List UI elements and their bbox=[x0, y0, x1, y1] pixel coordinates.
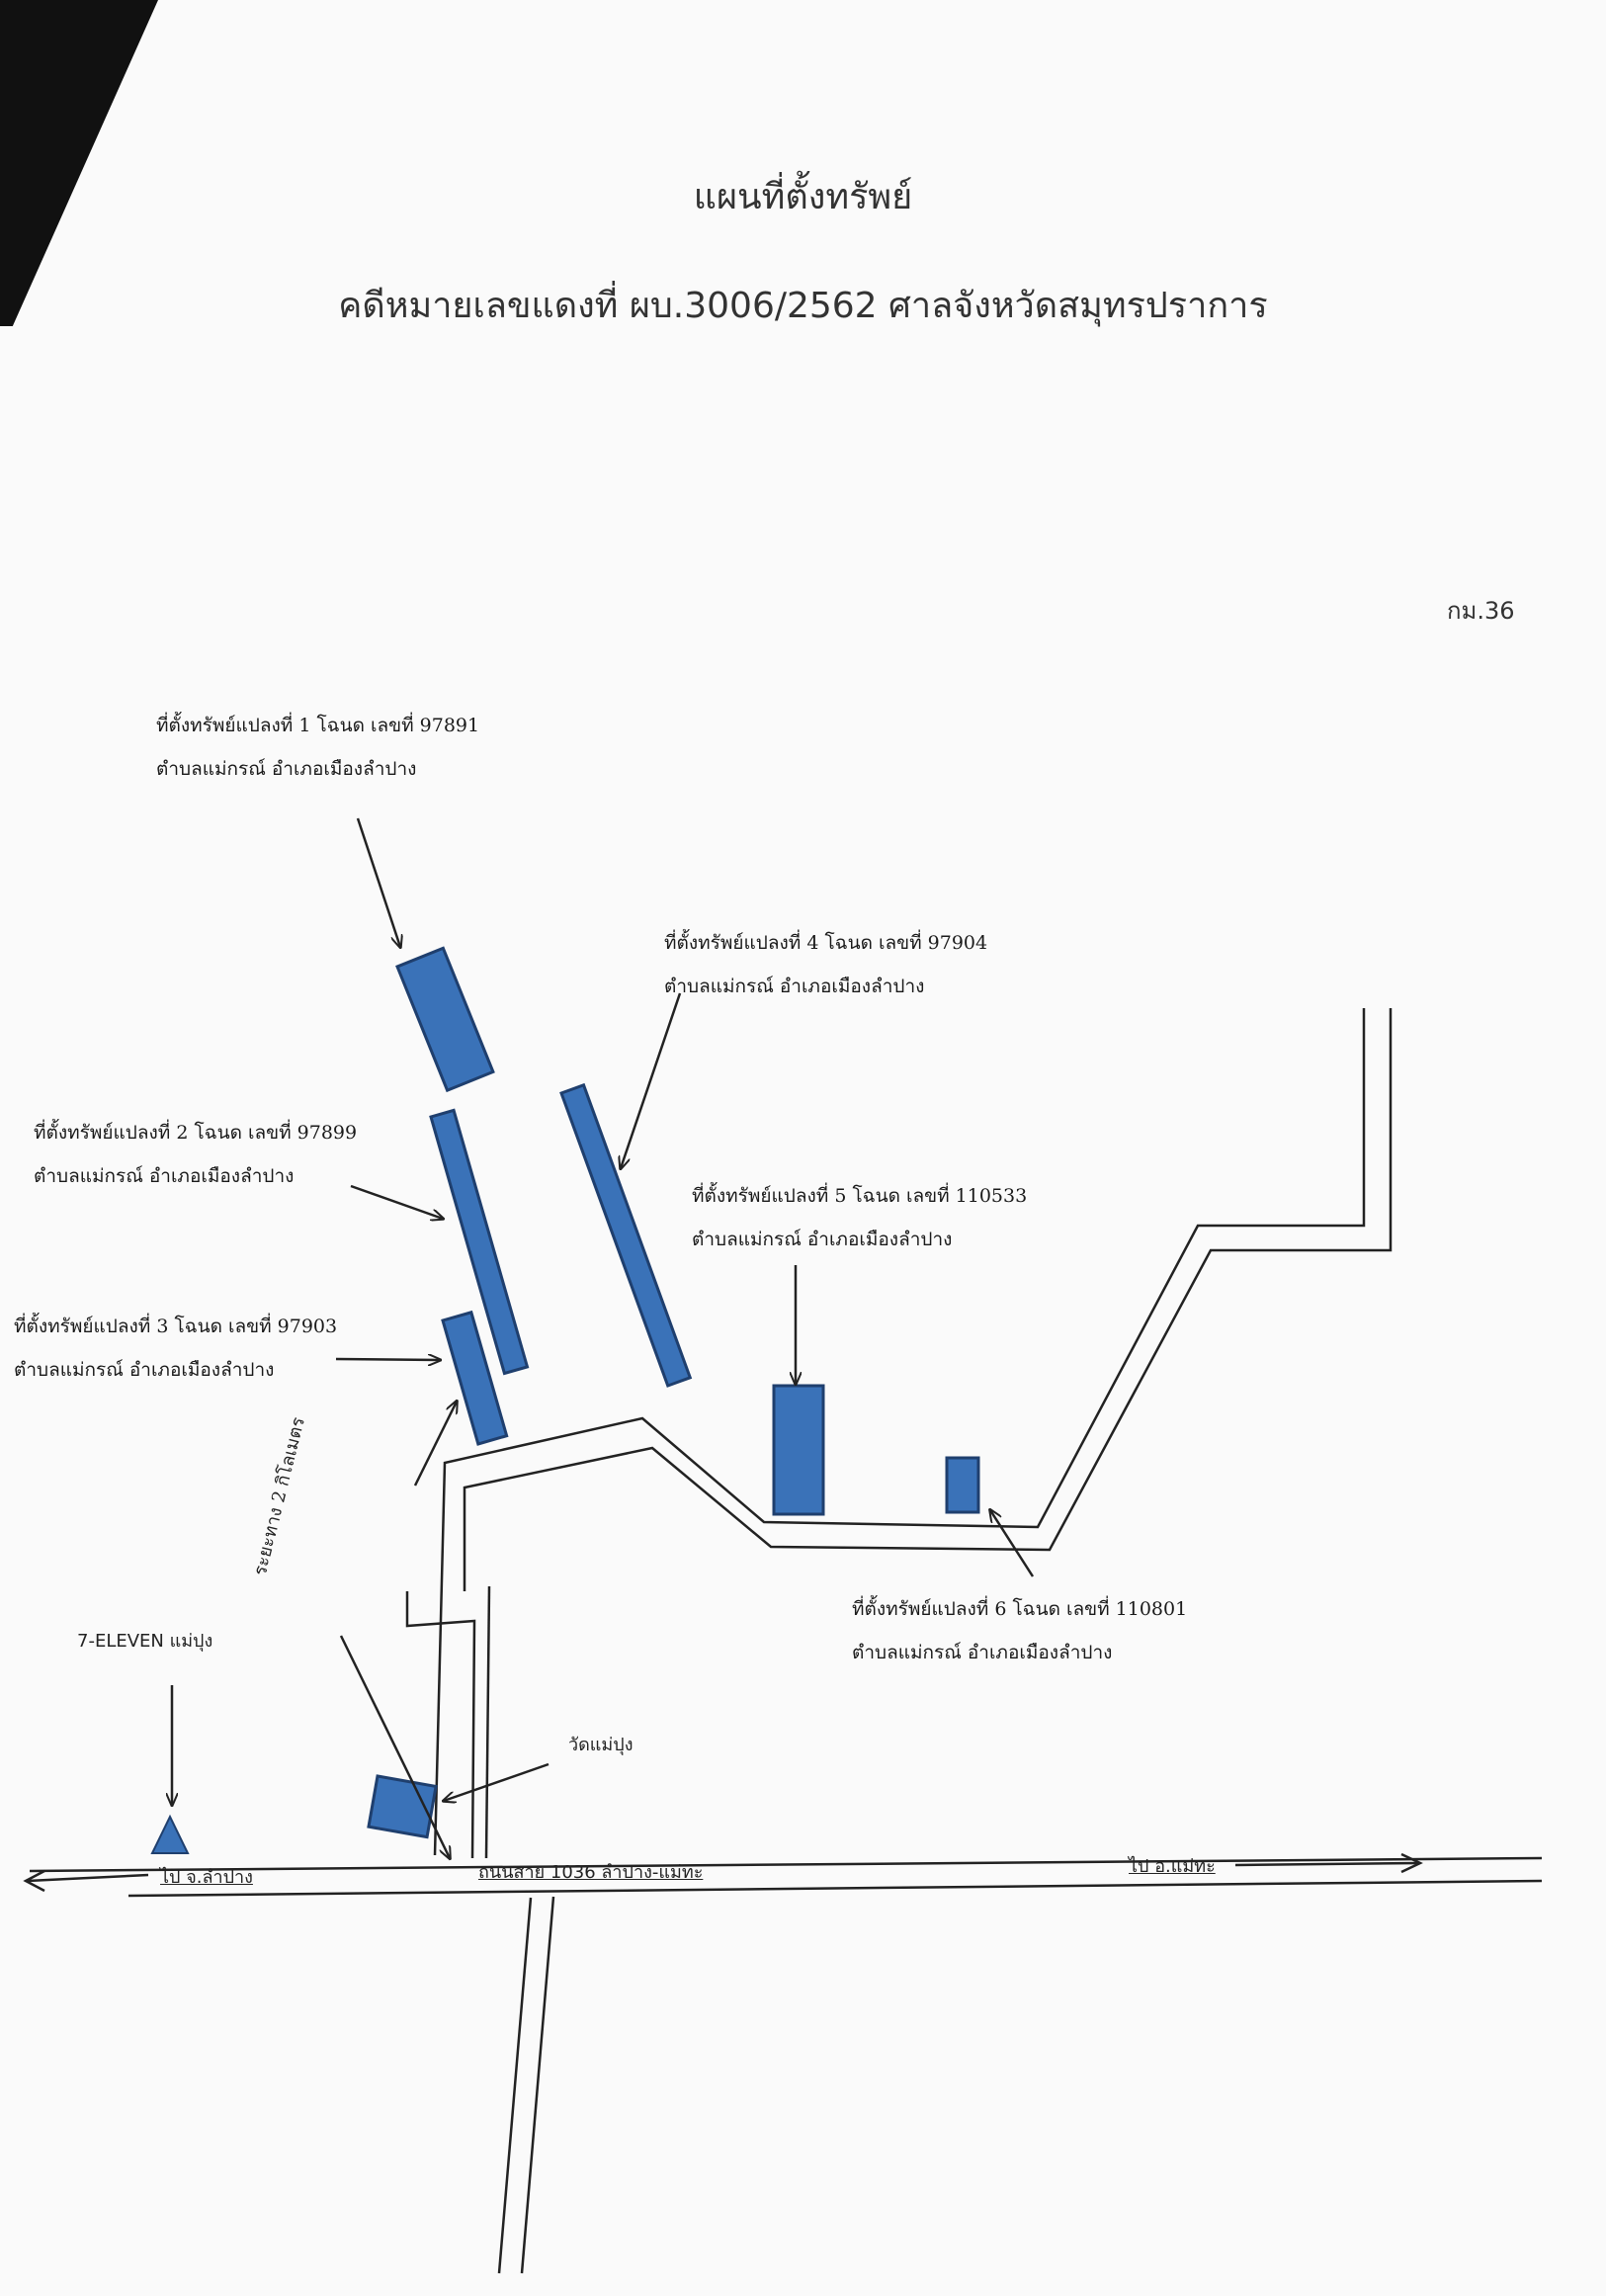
temple-marker bbox=[367, 1774, 438, 1839]
parcel-1-label: ที่ตั้งทรัพย์แปลงที่ 1 โฉนด เลขที่ 97891… bbox=[156, 715, 480, 780]
temple-label: วัดแม่ปุง bbox=[568, 1735, 634, 1755]
map-title: แผนที่ตั้งทรัพย์ bbox=[693, 177, 913, 217]
document-code: กม.36 bbox=[1447, 597, 1515, 625]
parcel-2 bbox=[429, 1108, 530, 1376]
arrow-to-maetha bbox=[1234, 1861, 1419, 1867]
parcel-5-label: ที่ตั้งทรัพย์แปลงที่ 5 โฉนด เลขที่ 11053… bbox=[692, 1185, 1028, 1250]
seven-eleven-label: 7-ELEVEN แม่ปุง bbox=[77, 1631, 213, 1652]
south-road bbox=[497, 1896, 555, 2274]
parcel-1 bbox=[395, 946, 495, 1093]
arrow-temple bbox=[444, 1762, 549, 1801]
arrow-parcel-3b bbox=[413, 1402, 457, 1487]
arrow-distance bbox=[339, 1635, 450, 1858]
highway-1036 bbox=[29, 1856, 1543, 1898]
parcels bbox=[367, 946, 980, 1839]
to-lampang-label: ไป จ.ลำปาง bbox=[160, 1867, 253, 1888]
arrow-parcel-4 bbox=[621, 992, 682, 1168]
arrow-to-lampang-head bbox=[23, 1869, 45, 1893]
parcel-6 bbox=[945, 1456, 980, 1514]
parcel-4 bbox=[559, 1082, 693, 1388]
road-name-label: ถนนสาย 1036 ลำปาง-แม่ทะ bbox=[478, 1862, 704, 1883]
arrow-parcel-1 bbox=[356, 817, 400, 947]
to-maetha-label: ไป อ.แม่ทะ bbox=[1129, 1856, 1216, 1877]
parcel-3 bbox=[441, 1310, 509, 1446]
parcel-5 bbox=[772, 1384, 825, 1516]
branch-road bbox=[405, 1008, 1393, 1859]
highway-arrows bbox=[23, 1852, 1423, 1893]
arrow-to-maetha-head bbox=[1400, 1852, 1423, 1874]
parcel-4-label: ที่ตั้งทรัพย์แปลงที่ 4 โฉนด เลขที่ 97904… bbox=[664, 932, 988, 997]
arrow-parcel-3 bbox=[335, 1359, 440, 1360]
parcel-2-label: ที่ตั้งทรัพย์แปลงที่ 2 โฉนด เลขที่ 97899… bbox=[34, 1122, 358, 1187]
parcel-3-label: ที่ตั้งทรัพย์แปลงที่ 3 โฉนด เลขที่ 97903… bbox=[14, 1316, 338, 1381]
case-number-line: คดีหมายเลขแดงที่ ผบ.3006/2562 ศาลจังหวัด… bbox=[338, 286, 1268, 326]
parcel-6-label: ที่ตั้งทรัพย์แปลงที่ 6 โฉนด เลขที่ 11080… bbox=[852, 1598, 1188, 1663]
store-marker-icon bbox=[150, 1814, 190, 1854]
arrow-to-lampang bbox=[27, 1873, 149, 1883]
pointer-arrows bbox=[172, 817, 1035, 1858]
arrow-parcel-2 bbox=[350, 1184, 443, 1219]
arrow-parcel-6 bbox=[990, 1510, 1035, 1577]
